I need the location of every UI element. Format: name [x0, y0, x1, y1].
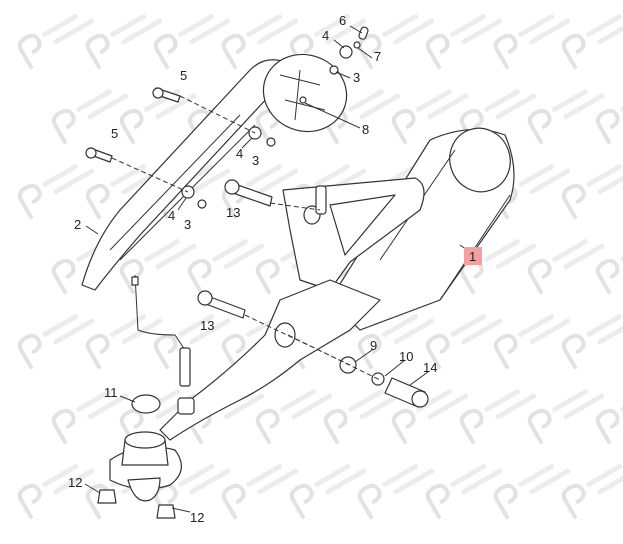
watermark-logo — [51, 89, 129, 145]
callout-10[interactable]: 10 — [399, 349, 413, 364]
callout-5[interactable]: 5 — [111, 126, 118, 141]
callout-12[interactable]: 12 — [190, 510, 204, 525]
watermark-logo — [17, 14, 95, 70]
watermark-logo — [289, 14, 367, 70]
callout-13[interactable]: 13 — [226, 205, 240, 220]
watermark-logo — [357, 14, 435, 70]
callout-1[interactable]: 1 — [469, 249, 476, 264]
callout-2[interactable]: 2 — [74, 217, 81, 232]
end-cap-part-8[interactable] — [253, 43, 358, 143]
callout-4[interactable]: 4 — [236, 146, 243, 161]
callout-7[interactable]: 7 — [374, 49, 381, 64]
watermark-logo — [85, 314, 163, 370]
watermark-logo — [357, 464, 435, 520]
watermark-logo — [425, 464, 503, 520]
callout-6[interactable]: 6 — [339, 13, 346, 28]
watermark-logo — [323, 389, 401, 445]
watermark-logo — [561, 464, 623, 520]
callout-14[interactable]: 14 — [423, 360, 437, 375]
callout-12[interactable]: 12 — [68, 475, 82, 490]
watermark-logo — [595, 89, 623, 145]
oxygen-sensor — [131, 274, 191, 387]
watermark-logo — [459, 89, 537, 145]
callout-3[interactable]: 3 — [184, 217, 191, 232]
leader-lines — [84, 25, 471, 513]
watermark-logo — [595, 239, 623, 295]
watermark-logo — [255, 389, 333, 445]
watermark-logo — [17, 164, 95, 220]
watermark-logo — [527, 389, 605, 445]
callout-13[interactable]: 13 — [200, 318, 214, 333]
callout-4[interactable]: 4 — [168, 208, 175, 223]
callout-5[interactable]: 5 — [180, 68, 187, 83]
watermark-logo — [357, 314, 435, 370]
watermark-logo — [17, 464, 95, 520]
watermark-logo — [493, 314, 571, 370]
watermark-logo — [561, 14, 623, 70]
callout-4[interactable]: 4 — [322, 28, 329, 43]
watermark-logo — [561, 314, 623, 370]
watermark-logo — [187, 239, 265, 295]
callout-8[interactable]: 8 — [362, 122, 369, 137]
watermark-logo — [289, 464, 367, 520]
highlight-box-part-1 — [464, 247, 482, 265]
washers-and-collars — [97, 26, 429, 519]
watermark-logo — [85, 14, 163, 70]
callout-3[interactable]: 3 — [353, 70, 360, 85]
watermark-logo — [459, 389, 537, 445]
watermark-logo — [527, 239, 605, 295]
watermark-logo — [493, 464, 571, 520]
watermark-logo — [153, 14, 231, 70]
watermark-logo — [391, 89, 469, 145]
watermark-logo — [17, 314, 95, 370]
watermark-logo — [221, 464, 299, 520]
watermark-logo — [561, 164, 623, 220]
muffler-part-1[interactable] — [329, 120, 519, 331]
watermark-logo — [119, 239, 197, 295]
watermark-logo — [153, 314, 231, 370]
watermark-logo — [221, 14, 299, 70]
bolts — [85, 87, 273, 319]
exhaust-pipe — [109, 279, 381, 502]
callout-9[interactable]: 9 — [370, 338, 377, 353]
heat-shield-part-2[interactable] — [81, 59, 287, 291]
watermark-logo — [51, 389, 129, 445]
watermark-logo — [425, 14, 503, 70]
watermark-logo — [595, 389, 623, 445]
watermark-logo — [425, 314, 503, 370]
callout-11[interactable]: 11 — [104, 385, 118, 400]
watermark-logo — [493, 14, 571, 70]
callout-3[interactable]: 3 — [252, 153, 259, 168]
watermark-logo — [527, 89, 605, 145]
watermark-logo — [391, 389, 469, 445]
